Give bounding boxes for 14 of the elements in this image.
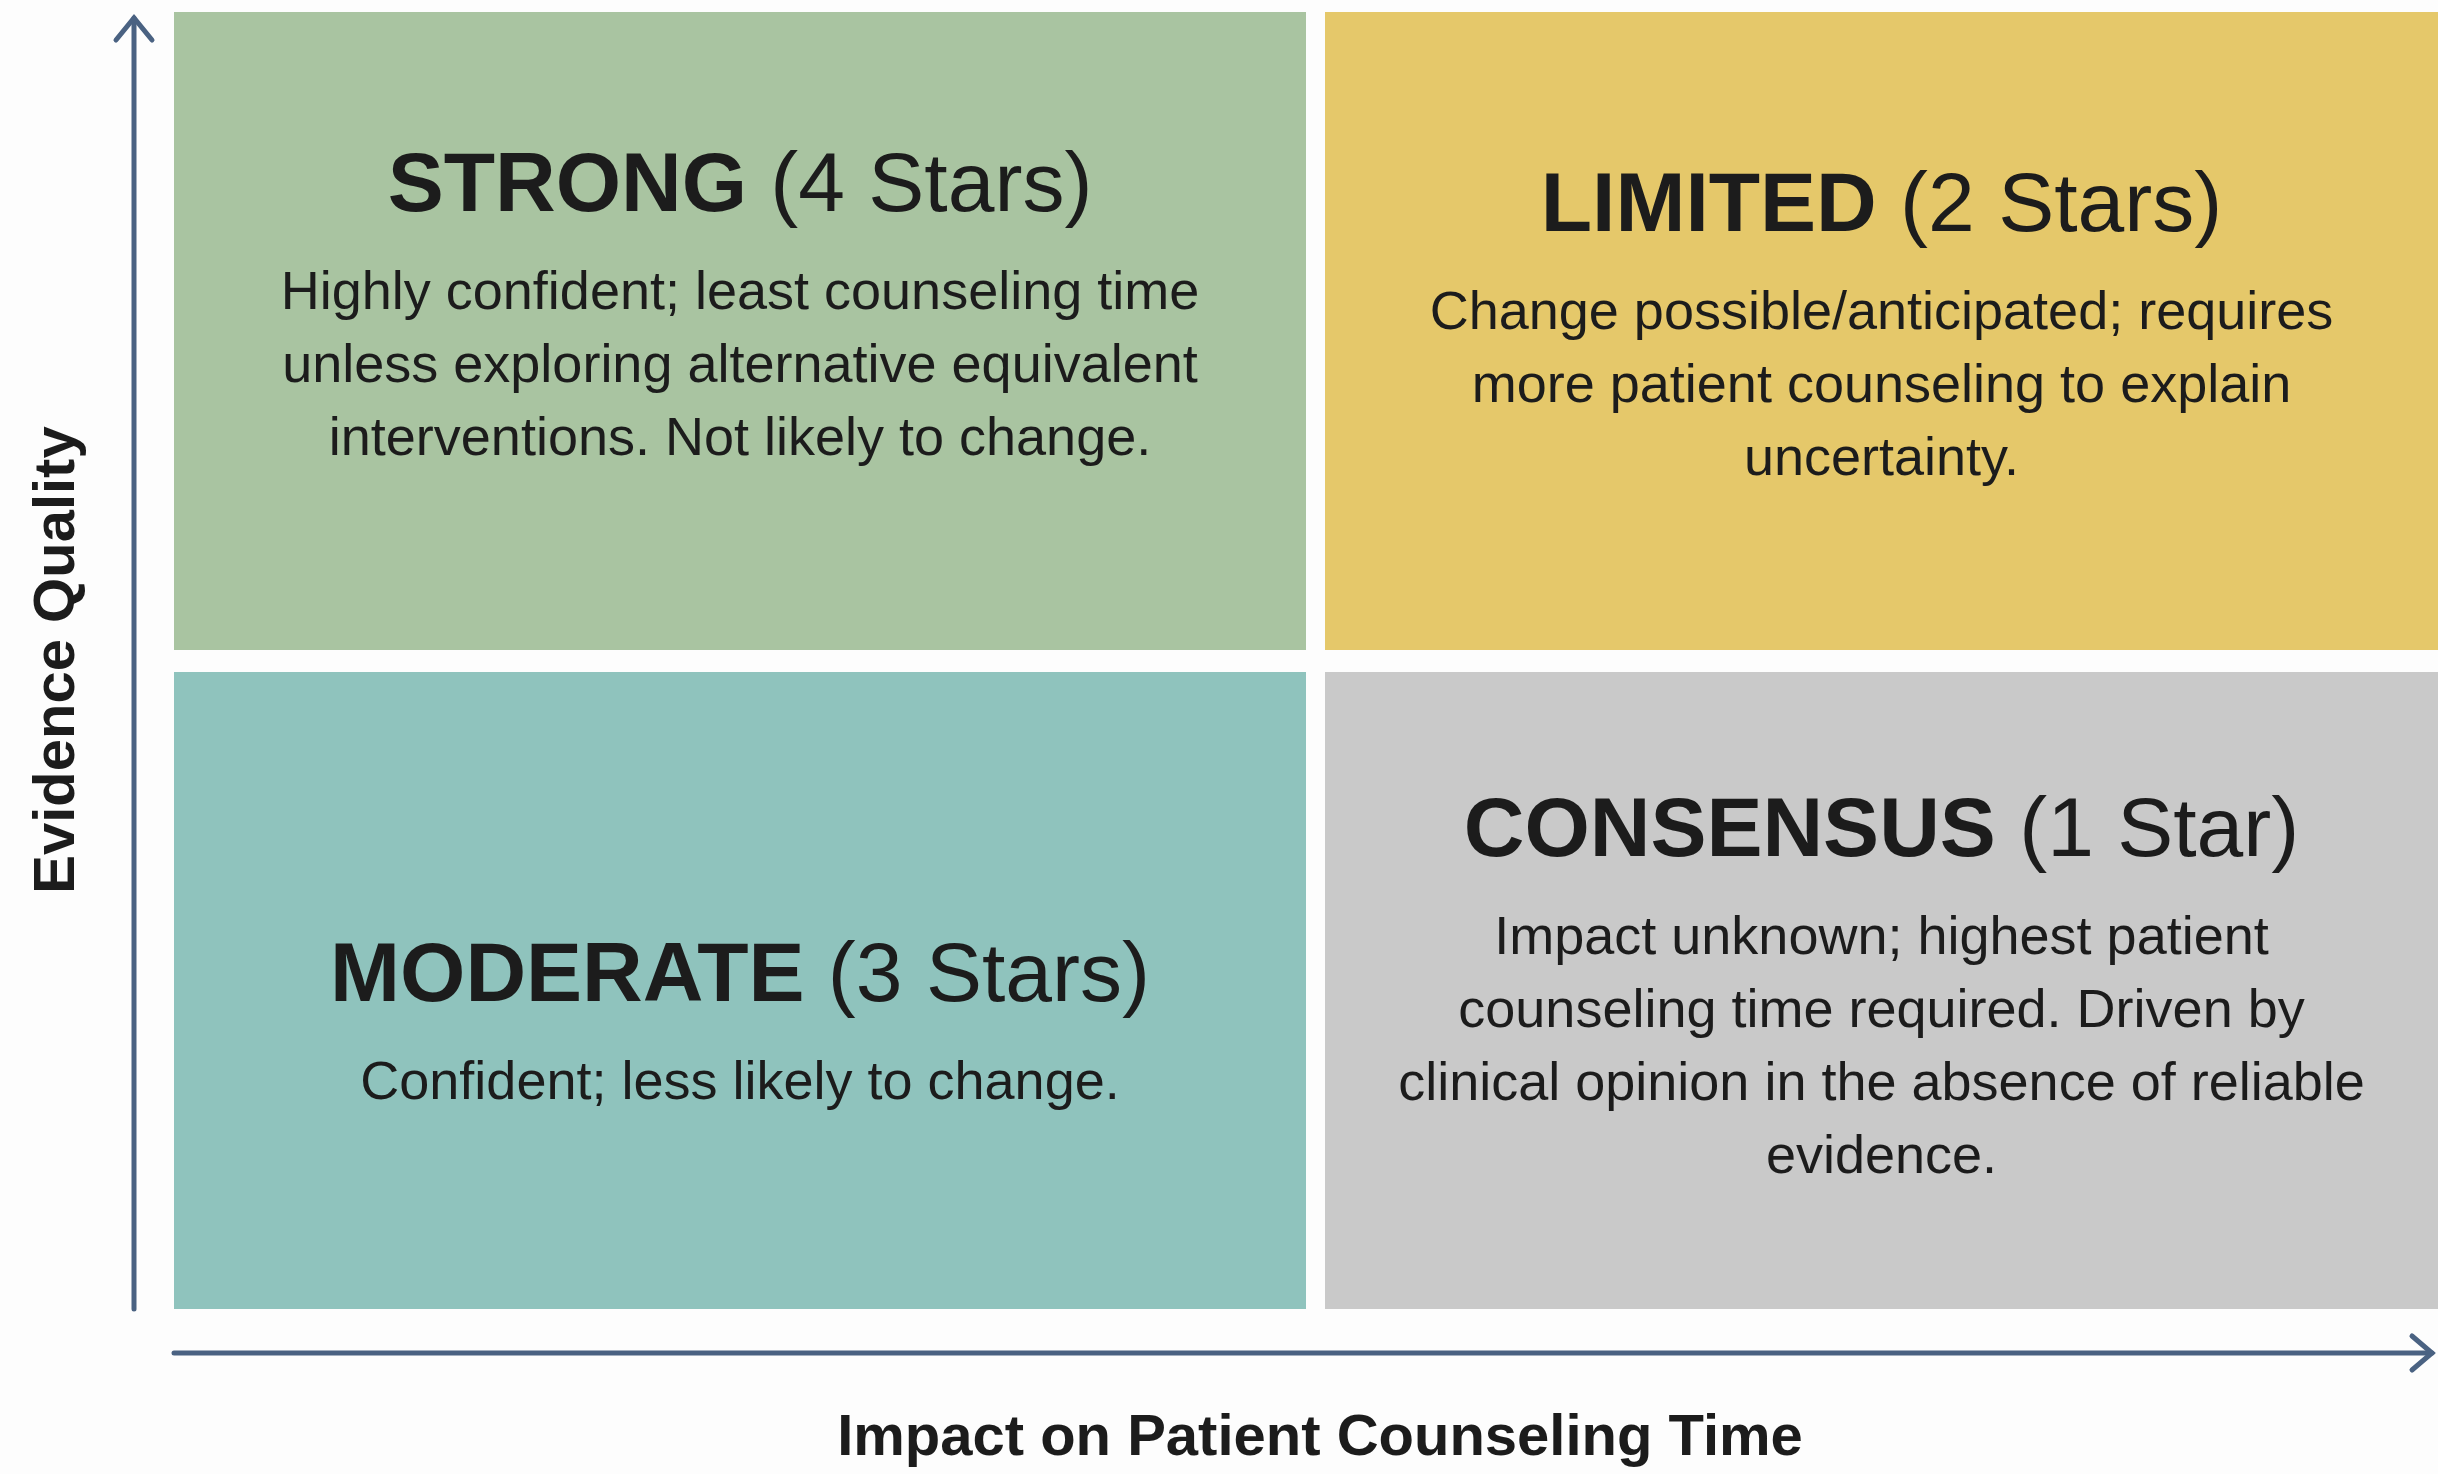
quadrant-heading: CONSENSUS (1 Star): [1463, 779, 2300, 876]
quadrant-description: Highly confident; least counseling time unless exploring alternative equivalent interventions. Not likely to change.: [279, 259, 1201, 468]
quadrant-heading: LIMITED (2 Stars): [1540, 154, 2223, 251]
axis-label: Impact on Patient Counseling Time: [836, 1401, 1804, 1469]
quadrant-box: [174, 12, 1306, 650]
quadrant-box: [1325, 12, 2438, 650]
axis-label: Evidence Quality: [20, 426, 87, 894]
quadrant-description: Confident; less likely to change.: [359, 1049, 1121, 1112]
quadrant-description: Impact unknown; highest patient counseling time required. Driven by clinical opinion in the absence of reliable evidence.: [1397, 904, 2366, 1186]
quadrant-box: [1325, 672, 2438, 1309]
quadrant-heading: MODERATE (3 Stars): [330, 924, 1150, 1021]
quadrant-description: Change possible/anticipated; requires more patient counseling to explain uncertainty.: [1428, 279, 2335, 488]
quadrant-heading: STRONG (4 Stars): [387, 134, 1093, 231]
quadrant-box: [174, 672, 1306, 1309]
